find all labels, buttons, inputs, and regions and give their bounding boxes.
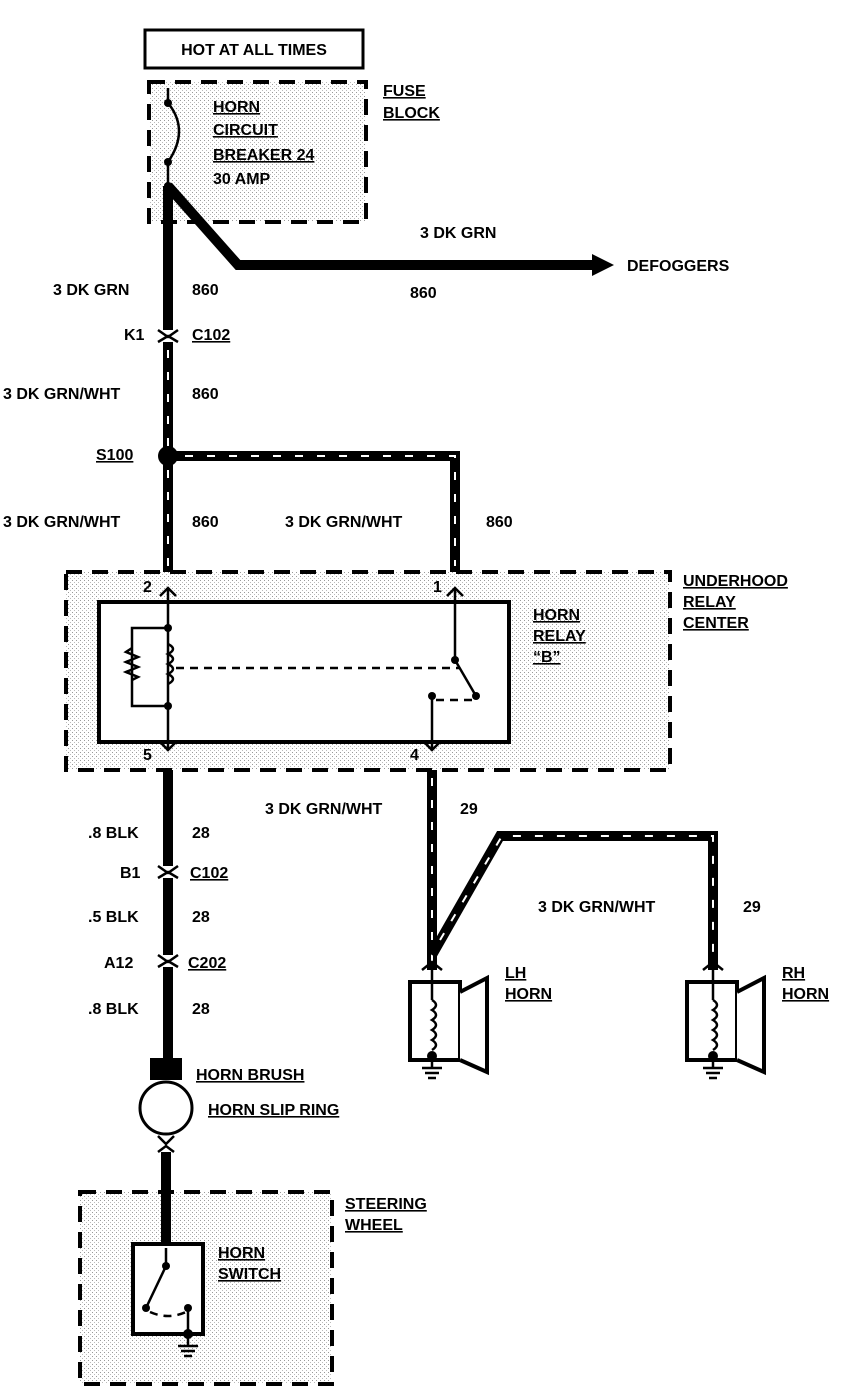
wire-left-label: 3 DK GRN/WHT: [3, 514, 121, 531]
horn-relay-label-1: HORN: [533, 607, 580, 624]
power-label: HOT AT ALL TIMES: [181, 42, 327, 59]
feed-circuit-label: 860: [192, 282, 219, 299]
rh-horn-label-2: HORN: [782, 986, 829, 1003]
c102-bot-name: C102: [190, 865, 228, 882]
wire-k1-label: 3 DK GRN/WHT: [3, 386, 121, 403]
horn-switch-box: [131, 1242, 205, 1336]
feed-wire: 3 DK GRN 860: [53, 186, 219, 330]
power-source-box: HOT AT ALL TIMES: [143, 28, 365, 70]
splice-name: S100: [96, 447, 133, 464]
c202-name: C202: [188, 955, 226, 972]
relay-pin-4: 4: [410, 747, 419, 764]
horn-brush-slip-ring: HORN BRUSH HORN SLIP RING: [138, 1058, 339, 1153]
lh-horn-label-1: LH: [505, 965, 526, 982]
lh-horn-label-2: HORN: [505, 986, 552, 1003]
defogger-branch: 3 DK GRN 860 DEFOGGERS: [164, 182, 730, 302]
horn-feed-wire: 3 DK GRN/WHT 29 3 DK GRN/WHT 29: [265, 770, 761, 970]
rh-horn: RH HORN: [685, 960, 829, 1080]
ground-wire: .8 BLK 28 B1 C102 .5 BLK 28 A12 C202 .8 …: [88, 770, 228, 1058]
horn-relay-label-2: RELAY: [533, 628, 586, 645]
horn-wire-circuit: 29: [460, 801, 478, 818]
defoggers-label: DEFOGGERS: [627, 258, 730, 275]
steering-wheel: STEERING WHEEL HORN SWITCH: [78, 1152, 427, 1386]
wire-s100-pin1: 3 DK GRN/WHT 860: [168, 451, 513, 572]
blk1-circuit: 28: [192, 825, 210, 842]
fuse-block-title-2: BLOCK: [383, 105, 440, 122]
horn-slip-ring: [138, 1080, 194, 1136]
breaker-label-4: 30 AMP: [213, 171, 271, 188]
breaker-label-2: CIRCUIT: [213, 122, 278, 139]
relay-pin-5: 5: [143, 747, 152, 764]
steering-label-2: WHEEL: [345, 1217, 403, 1234]
blk3-label: .8 BLK: [88, 1001, 139, 1018]
c102-top-name: C102: [192, 327, 230, 344]
c102-bot-pin: B1: [120, 865, 141, 882]
wire-k1-s100: 3 DK GRN/WHT 860: [3, 342, 219, 456]
wire-right-circuit: 860: [486, 514, 513, 531]
blk3-circuit: 28: [192, 1001, 210, 1018]
horn-wire-label: 3 DK GRN/WHT: [265, 801, 383, 818]
horn-brush: [150, 1058, 182, 1080]
lh-horn: LH HORN: [408, 960, 552, 1080]
horn-relay-label-3: “B”: [533, 649, 561, 666]
defog-circuit-label: 860: [410, 285, 437, 302]
relay-pin-1: 1: [433, 579, 442, 596]
c102-top-pin: K1: [124, 327, 145, 344]
relay-center-title-3: CENTER: [683, 615, 749, 632]
connector-c102-top: K1 C102: [124, 327, 230, 344]
wire-left-circuit: 860: [192, 514, 219, 531]
c202-pin: A12: [104, 955, 133, 972]
horn-switch-label-2: SWITCH: [218, 1266, 281, 1283]
blk1-label: .8 BLK: [88, 825, 139, 842]
feed-wire-label: 3 DK GRN: [53, 282, 129, 299]
rh-wire-label: 3 DK GRN/WHT: [538, 899, 656, 916]
underhood-relay-center: UNDERHOOD RELAY CENTER HORN RELAY “B” 2 …: [64, 570, 788, 772]
relay-center-title-1: UNDERHOOD: [683, 573, 788, 590]
blk2-label: .5 BLK: [88, 909, 139, 926]
horn-switch-label-1: HORN: [218, 1245, 265, 1262]
steering-label-1: STEERING: [345, 1196, 427, 1213]
breaker-label-1: HORN: [213, 99, 260, 116]
breaker-label-3: BREAKER 24: [213, 147, 314, 164]
defog-wire-label: 3 DK GRN: [420, 225, 496, 242]
wire-s100-pin2: 3 DK GRN/WHT 860: [3, 456, 219, 572]
rh-horn-label-1: RH: [782, 965, 805, 982]
fuse-block-title-1: FUSE: [383, 83, 426, 100]
wire-right-label: 3 DK GRN/WHT: [285, 514, 403, 531]
blk2-circuit: 28: [192, 909, 210, 926]
rh-wire-circuit: 29: [743, 899, 761, 916]
relay-pin-2: 2: [143, 579, 152, 596]
horn-brush-label: HORN BRUSH: [196, 1067, 304, 1084]
fuse-block: HORN CIRCUIT BREAKER 24 30 AMP FUSE BLOC…: [147, 80, 440, 224]
horn-relay-box: [97, 600, 511, 744]
wire-k1-circuit: 860: [192, 386, 219, 403]
slip-ring-label: HORN SLIP RING: [208, 1102, 339, 1119]
relay-center-title-2: RELAY: [683, 594, 736, 611]
